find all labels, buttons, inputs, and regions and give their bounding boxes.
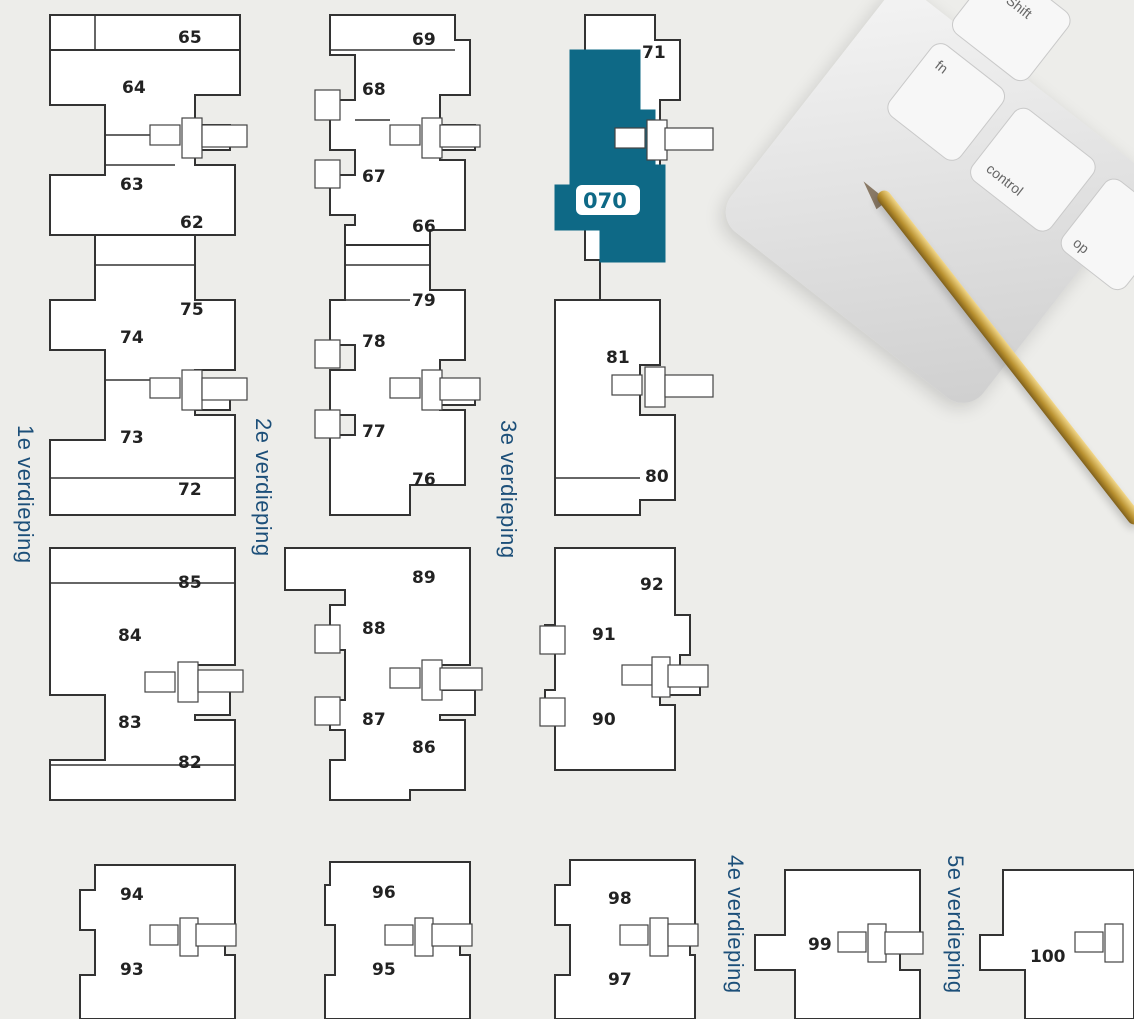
- block-2e-c: 89 88 87 86: [284, 547, 483, 801]
- unit-66[interactable]: 66: [412, 217, 436, 237]
- unit-96[interactable]: 96: [372, 883, 396, 903]
- unit-78[interactable]: 78: [362, 332, 386, 352]
- unit-87[interactable]: 87: [362, 710, 386, 730]
- unit-76[interactable]: 76: [412, 470, 436, 490]
- floor-label-1e: 1e verdieping: [13, 425, 38, 564]
- unit-070[interactable]: 070: [583, 189, 627, 213]
- block-5e-a: 99: [754, 869, 924, 1019]
- unit-88[interactable]: 88: [362, 619, 386, 639]
- block-1e-b: 75 74 73 72: [49, 234, 248, 516]
- unit-83[interactable]: 83: [118, 713, 142, 733]
- floor-label-2e: 2e verdieping: [251, 418, 276, 557]
- block-2e-a: 69 68 67 66: [314, 14, 481, 246]
- unit-82[interactable]: 82: [178, 753, 202, 773]
- unit-86[interactable]: 86: [412, 738, 436, 758]
- unit-67[interactable]: 67: [362, 167, 386, 187]
- block-1e-a: 65 64 63 62: [49, 14, 248, 256]
- unit-84[interactable]: 84: [118, 626, 142, 646]
- unit-63[interactable]: 63: [120, 175, 144, 195]
- unit-72[interactable]: 72: [178, 480, 202, 500]
- floor-label-4e: 4e verdieping: [723, 855, 748, 994]
- unit-99[interactable]: 99: [808, 935, 832, 955]
- unit-71[interactable]: 71: [642, 43, 666, 63]
- unit-89[interactable]: 89: [412, 568, 436, 588]
- unit-95[interactable]: 95: [372, 960, 396, 980]
- unit-80[interactable]: 80: [645, 467, 669, 487]
- unit-62[interactable]: 62: [180, 213, 204, 233]
- unit-69[interactable]: 69: [412, 30, 436, 50]
- floor-label-5e: 5e verdieping: [943, 855, 968, 994]
- block-5e-b: 100: [979, 869, 1134, 1019]
- block-4e-b: 96 95: [324, 861, 473, 1019]
- unit-74[interactable]: 74: [120, 328, 144, 348]
- unit-77[interactable]: 77: [362, 422, 386, 442]
- unit-64[interactable]: 64: [122, 78, 146, 98]
- block-1e-c: 85 84 83 82: [49, 547, 244, 801]
- unit-68[interactable]: 68: [362, 80, 386, 100]
- unit-75[interactable]: 75: [180, 300, 204, 320]
- unit-94[interactable]: 94: [120, 885, 144, 905]
- block-4e-a: 94 93: [79, 864, 237, 1019]
- unit-79[interactable]: 79: [412, 291, 436, 311]
- unit-97[interactable]: 97: [608, 970, 632, 990]
- unit-98[interactable]: 98: [608, 889, 632, 909]
- unit-070-badge: [576, 185, 640, 215]
- unit-92[interactable]: 92: [640, 575, 664, 595]
- block-4e-c: 98 97: [554, 859, 699, 1019]
- unit-93[interactable]: 93: [120, 960, 144, 980]
- unit-73[interactable]: 73: [120, 428, 144, 448]
- unit-90[interactable]: 90: [592, 710, 616, 730]
- unit-81[interactable]: 81: [606, 348, 630, 368]
- floor-label-3e: 3e verdieping: [496, 420, 521, 559]
- unit-91[interactable]: 91: [592, 625, 616, 645]
- block-3e: 71 070 81 80: [554, 14, 714, 516]
- block-2e-b: 79 78 77 76: [314, 244, 481, 516]
- unit-85[interactable]: 85: [178, 573, 202, 593]
- unit-65[interactable]: 65: [178, 28, 202, 48]
- block-3e-c: 92 91 90: [539, 547, 709, 771]
- unit-100[interactable]: 100: [1030, 947, 1066, 967]
